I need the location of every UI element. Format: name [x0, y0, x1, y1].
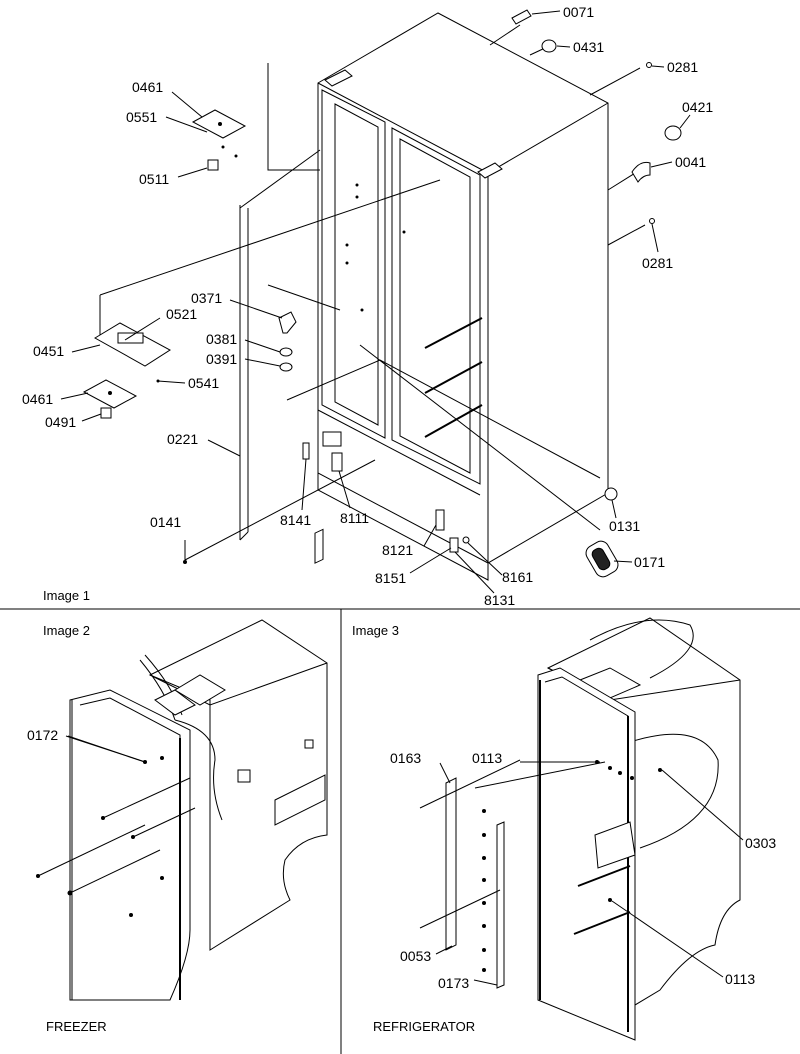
label-0281-lower: 0281 — [642, 255, 673, 271]
label-0113-bottom: 0113 — [725, 971, 755, 987]
label-0131: 0131 — [609, 518, 640, 534]
image2-3-callout-pointers — [65, 735, 744, 986]
label-0172: 0172 — [27, 727, 58, 743]
label-0113-top: 0113 — [472, 750, 502, 766]
caption-image1: Image 1 — [43, 588, 90, 603]
label-0491: 0491 — [45, 414, 76, 430]
label-0461-lower: 0461 — [22, 391, 53, 407]
label-0053: 0053 — [400, 948, 431, 964]
image1-leader-lines — [99, 24, 646, 561]
image1-small-parts — [82, 9, 682, 578]
label-0391: 0391 — [206, 351, 237, 367]
label-0381: 0381 — [206, 331, 237, 347]
label-0171: 0171 — [634, 554, 665, 570]
label-8121: 8121 — [382, 542, 413, 558]
image2-freezer — [36, 528, 328, 1001]
label-0541: 0541 — [188, 375, 219, 391]
label-0421: 0421 — [682, 99, 713, 115]
captions: Image 1 Image 2 Image 3 FREEZER REFRIGER… — [43, 588, 475, 1034]
label-0551: 0551 — [126, 109, 157, 125]
label-0163: 0163 — [390, 750, 421, 766]
caption-image3: Image 3 — [352, 623, 399, 638]
label-0173: 0173 — [438, 975, 469, 991]
label-8141: 8141 — [280, 512, 311, 528]
label-0451: 0451 — [33, 343, 64, 359]
caption-refrigerator: REFRIGERATOR — [373, 1019, 475, 1034]
label-8111: 8111 — [340, 510, 369, 526]
label-8151: 8151 — [375, 570, 406, 586]
caption-freezer: FREEZER — [46, 1019, 107, 1034]
image1-cabinet — [317, 12, 609, 581]
image1-callout-pointers — [60, 10, 691, 594]
label-0221: 0221 — [167, 431, 198, 447]
label-8161: 8161 — [502, 569, 533, 585]
label-0371: 0371 — [191, 290, 222, 306]
caption-image2: Image 2 — [43, 623, 90, 638]
part-labels: 0071 0431 0281 0421 0041 0281 0461 0551 … — [22, 4, 776, 991]
label-0511: 0511 — [139, 171, 169, 187]
label-0521: 0521 — [166, 306, 197, 322]
label-0071: 0071 — [563, 4, 594, 20]
label-0303: 0303 — [745, 835, 776, 851]
label-0431: 0431 — [573, 39, 604, 55]
label-0281-top: 0281 — [667, 59, 698, 75]
label-8131: 8131 — [484, 592, 515, 608]
label-0461-upper: 0461 — [132, 79, 163, 95]
image3-refrigerator — [419, 617, 741, 1041]
label-0041: 0041 — [675, 154, 706, 170]
label-0141: 0141 — [150, 514, 181, 530]
